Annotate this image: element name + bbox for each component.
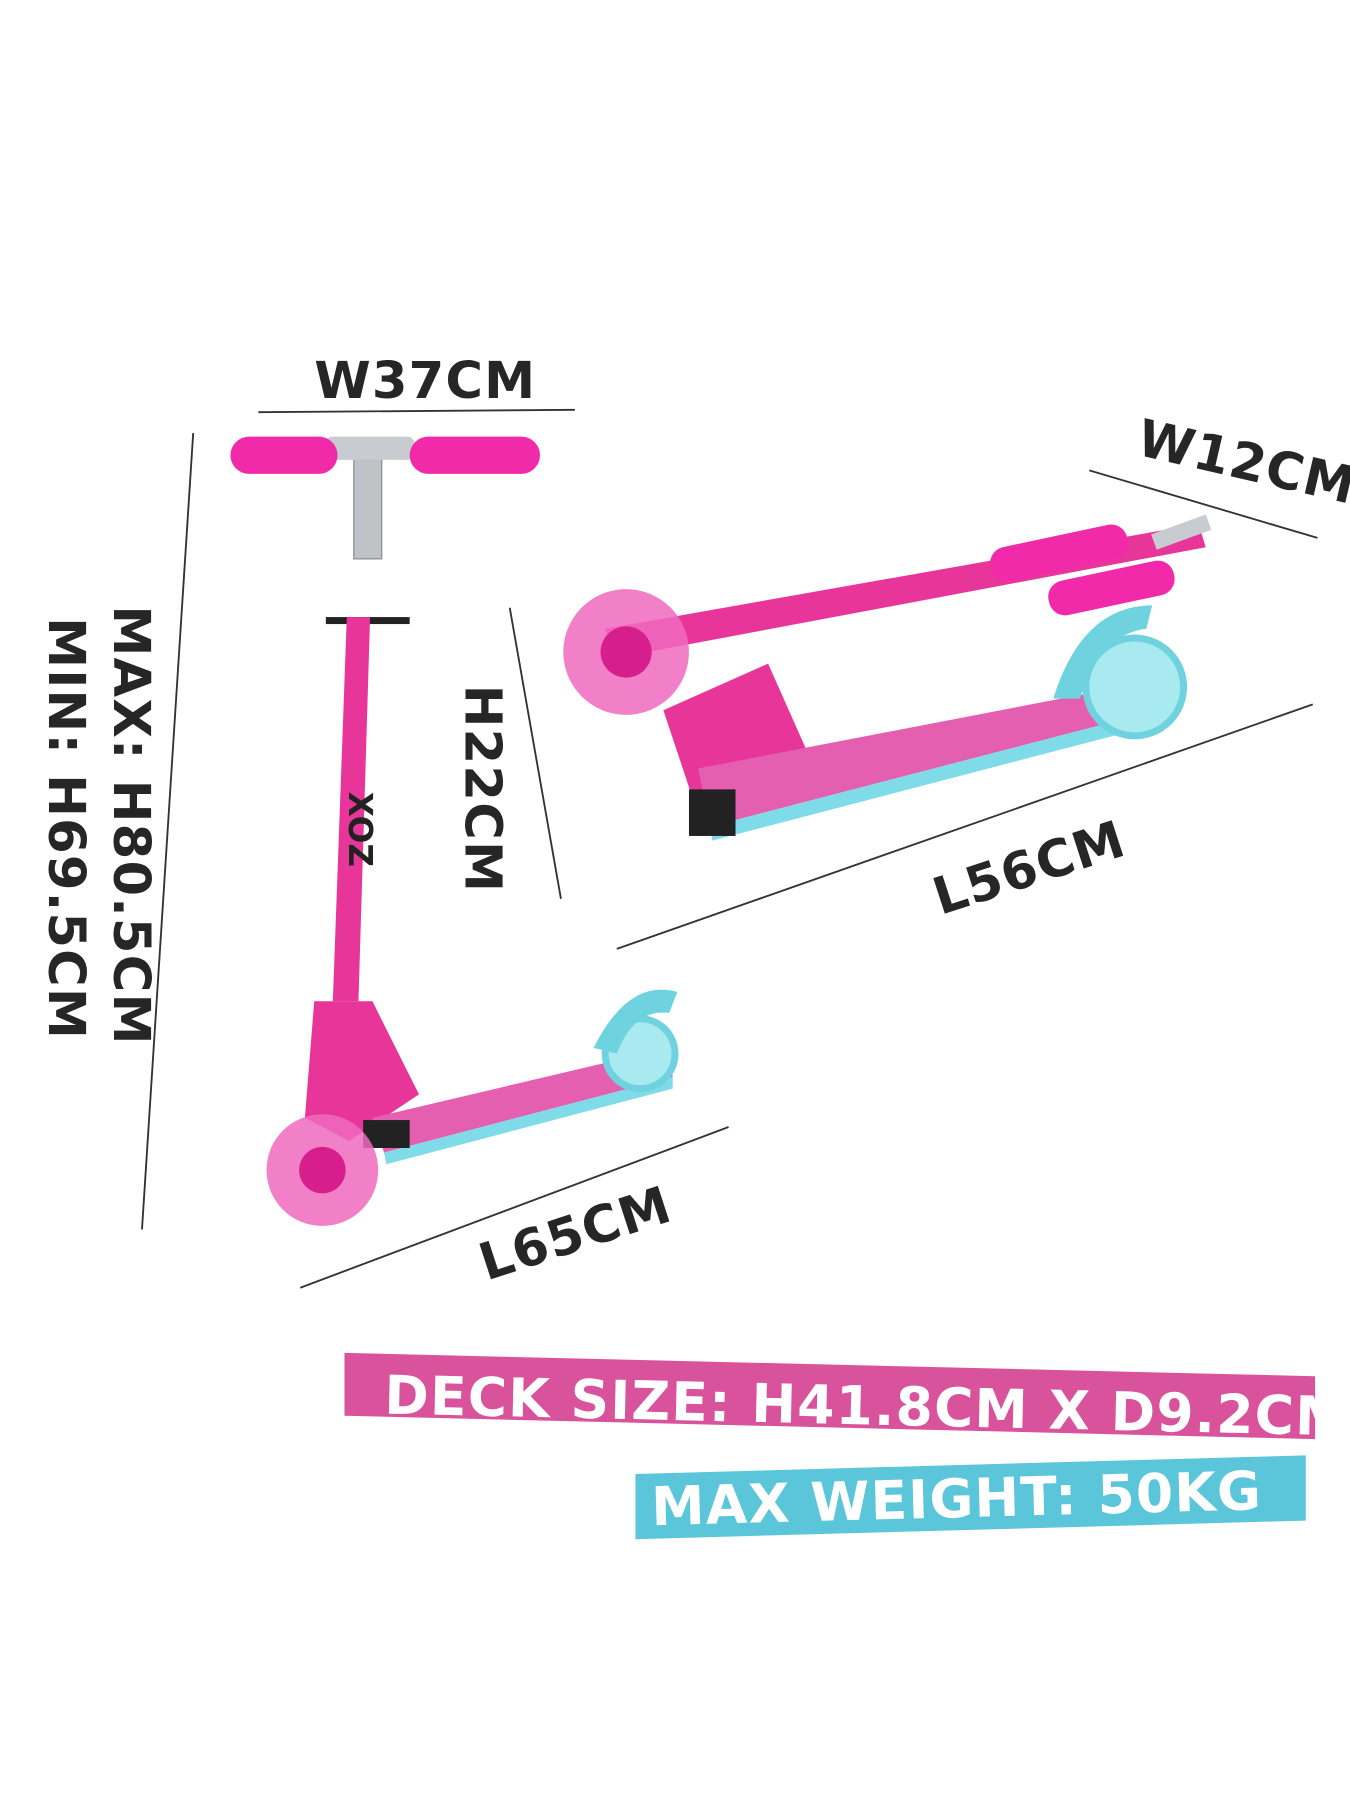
- right-grip: [409, 436, 540, 474]
- deck: [372, 1047, 673, 1153]
- width-line: [258, 408, 575, 414]
- max-weight-band: [635, 1455, 1306, 1540]
- stem: [332, 617, 371, 1002]
- length-line: [299, 1126, 729, 1289]
- height-max-label: MAX: H80.5CM: [101, 605, 161, 1045]
- height-line: [141, 433, 195, 1230]
- upright-scooter: XOZ: [230, 436, 679, 1227]
- folded-length-label: L56CM: [926, 809, 1133, 927]
- folded-width-line: [1089, 469, 1318, 539]
- folded-deck: [698, 681, 1158, 827]
- deck-size-band: [344, 1352, 1316, 1440]
- folded-scooter: [563, 514, 1212, 841]
- width-label: W37CM: [314, 351, 536, 411]
- folded-height-line: [508, 607, 562, 899]
- rear-fender: [593, 989, 678, 1054]
- height-min-label: MIN: H69.5CM: [36, 617, 96, 1040]
- folded-height-label: H22CM: [453, 685, 513, 894]
- folded-width-label: W12CM: [1132, 408, 1350, 516]
- left-grip: [230, 436, 338, 474]
- folded-length-line: [616, 703, 1314, 950]
- folded-rear-wheel: [1082, 634, 1188, 740]
- svg-text:XOZ: XOZ: [341, 792, 379, 867]
- length-label: L65CM: [472, 1175, 679, 1293]
